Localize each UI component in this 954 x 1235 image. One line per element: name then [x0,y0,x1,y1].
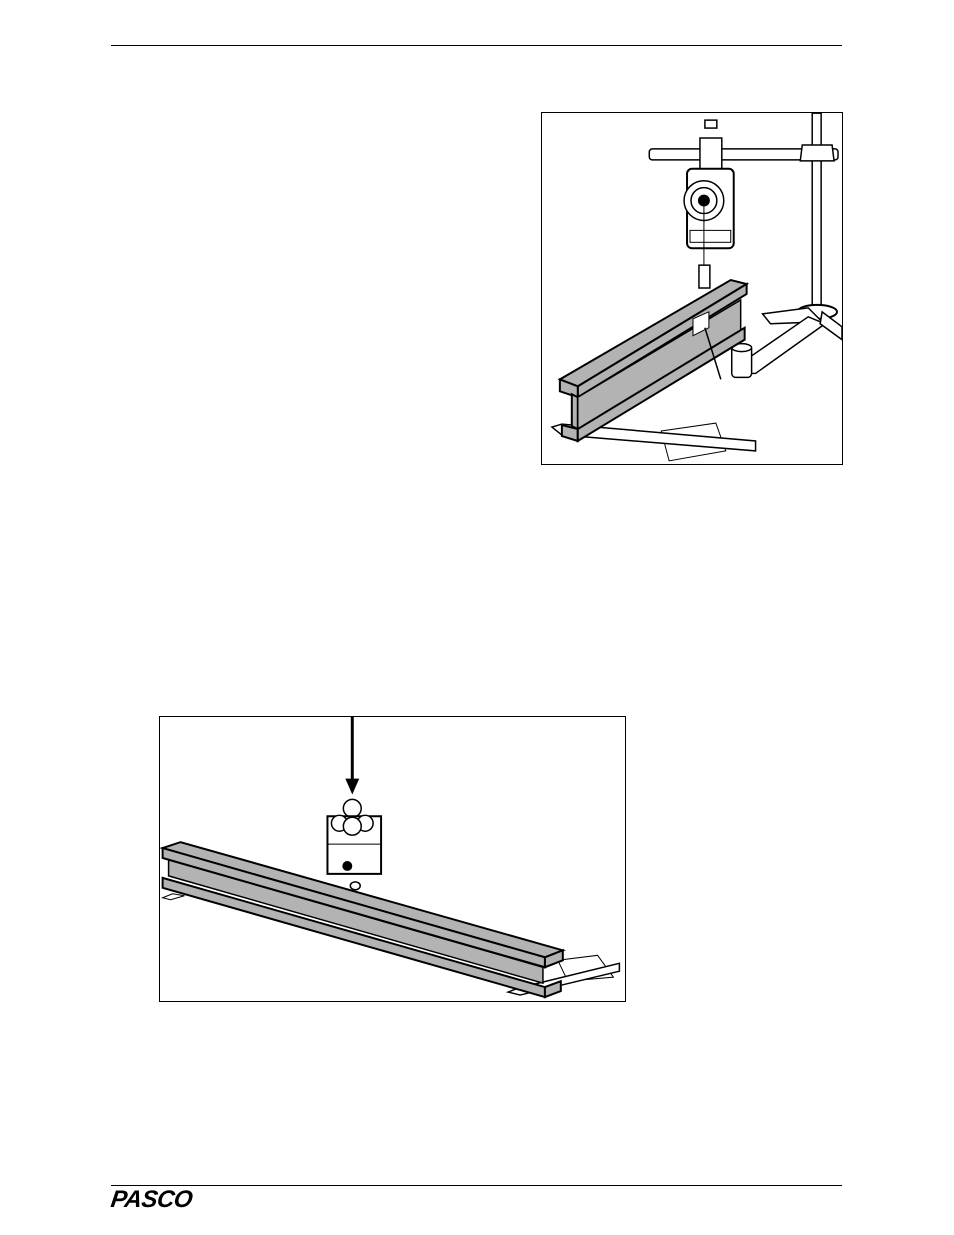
pasco-logo: PASCO [109,1186,194,1214]
header-rule [111,45,842,46]
stand-beam-drawing [542,113,842,464]
beam-sensor-drawing [160,717,625,1001]
figure-stand-beam [541,112,843,465]
figure-beam-sensor [159,716,626,1002]
footer-rule [111,1185,842,1186]
